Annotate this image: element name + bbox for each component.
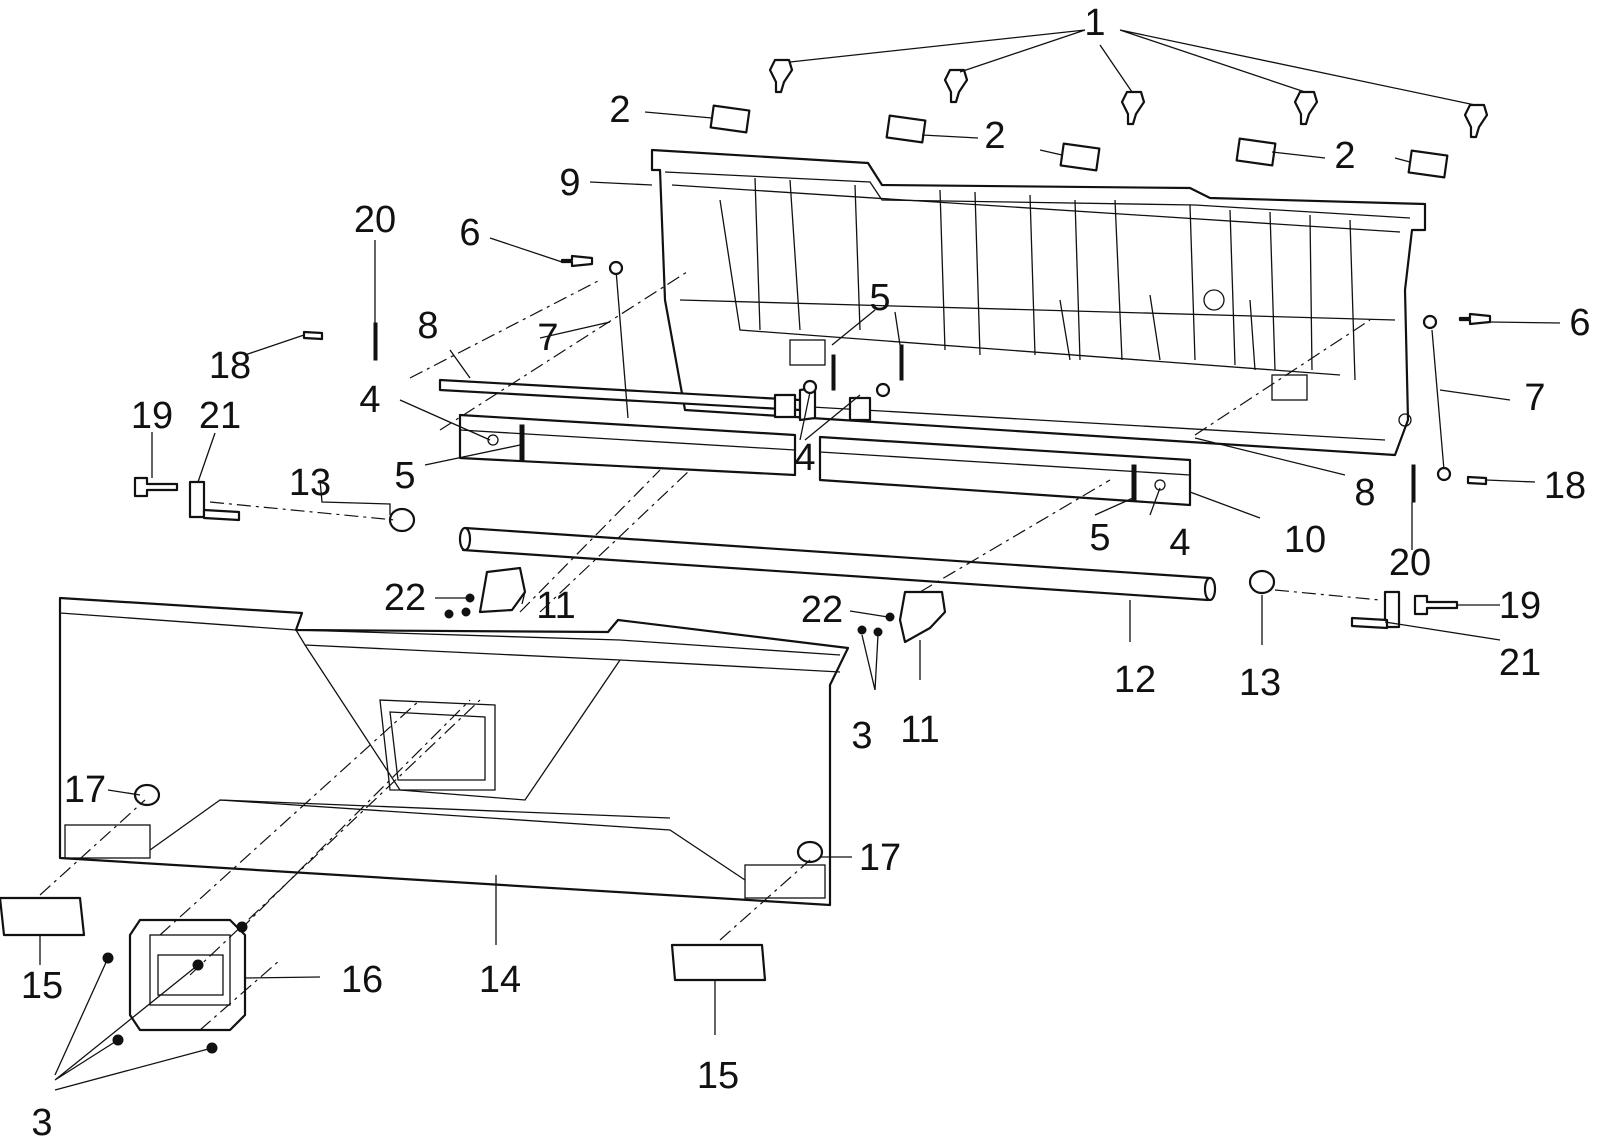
callout-2-a: 2 xyxy=(609,89,630,131)
callout-8-left: 8 xyxy=(417,305,438,347)
callout-10: 10 xyxy=(1284,519,1326,561)
callout-5-top: 5 xyxy=(869,277,890,319)
callout-16: 16 xyxy=(341,959,383,1001)
callout-13-left: 13 xyxy=(289,462,331,504)
latch-brackets xyxy=(478,566,947,644)
callout-21-left: 21 xyxy=(199,395,241,437)
reflectors xyxy=(0,896,767,982)
callout-9: 9 xyxy=(559,162,580,204)
callout-1: 1 xyxy=(1084,2,1105,44)
callout-6-left: 6 xyxy=(459,212,480,254)
callout-15-left: 15 xyxy=(21,965,63,1007)
callout-13-right: 13 xyxy=(1239,662,1281,704)
callout-15-right: 15 xyxy=(697,1055,739,1097)
callout-3-bottom: 3 xyxy=(31,1102,52,1144)
callout-4-center: 4 xyxy=(794,437,815,479)
latch-handle-housing xyxy=(128,918,247,1032)
callout-19-left: 19 xyxy=(131,395,173,437)
callout-5-left: 5 xyxy=(394,455,415,497)
assembly-guide-lines xyxy=(39,269,1381,1031)
callout-17-left: 17 xyxy=(64,769,106,811)
callout-2-c: 2 xyxy=(1334,135,1355,177)
outer-tailgate-panel xyxy=(58,596,850,907)
callout-labels: 1 2 2 2 9 20 6 5 6 8 7 18 4 7 19 21 4 5 … xyxy=(21,2,1591,1144)
callout-7-right: 7 xyxy=(1524,377,1545,419)
callout-20-right: 20 xyxy=(1389,542,1431,584)
callout-4-right: 4 xyxy=(1169,522,1190,564)
hinge-channel xyxy=(458,413,1192,507)
callout-11-left: 11 xyxy=(536,585,575,627)
callout-18-left: 18 xyxy=(209,345,251,387)
callout-17-right: 17 xyxy=(859,837,901,879)
callout-18-right: 18 xyxy=(1544,465,1586,507)
callout-19-right: 19 xyxy=(1499,585,1541,627)
callout-3-center: 3 xyxy=(851,715,872,757)
callout-14: 14 xyxy=(479,959,521,1001)
callout-22-left: 22 xyxy=(384,577,426,619)
callout-leaders xyxy=(39,29,1561,1091)
callout-2-b: 2 xyxy=(984,115,1005,157)
callout-11-right: 11 xyxy=(900,709,939,751)
callout-5-right: 5 xyxy=(1089,517,1110,559)
callout-20-left: 20 xyxy=(354,199,396,241)
inner-tailgate-panel xyxy=(650,148,1427,457)
callout-21-right: 21 xyxy=(1499,642,1541,684)
callout-8-right: 8 xyxy=(1354,472,1375,514)
callout-6-right: 6 xyxy=(1569,302,1590,344)
hinge-rod xyxy=(458,526,1217,602)
callout-7-left: 7 xyxy=(537,317,558,359)
callout-4-left: 4 xyxy=(359,379,380,421)
fasteners xyxy=(102,58,1492,1054)
callout-22-right: 22 xyxy=(801,589,843,631)
callout-12: 12 xyxy=(1114,659,1156,701)
